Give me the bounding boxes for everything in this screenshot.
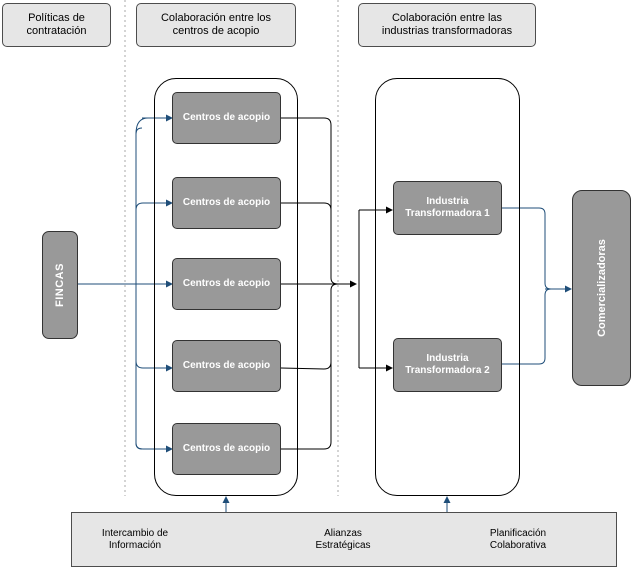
- header-collection-centers: Colaboración entre los centros de acopio: [136, 3, 296, 47]
- bar-label-strategic-alliances: Alianzas Estratégicas: [315, 528, 371, 551]
- industries-frame: [375, 78, 520, 496]
- collection-center-node: Centros de acopio: [172, 258, 281, 310]
- link-industry-1-to-sink: [502, 207, 552, 290]
- link-center-5-to-junction: [281, 283, 339, 450]
- link-fincas-to-center-4: [135, 360, 173, 372]
- fincas-label: FINCAS: [54, 263, 67, 307]
- industry-node-1: Industria Transformadora 1: [393, 181, 502, 235]
- bar-label-information-exchange: Intercambio de Información: [101, 528, 169, 551]
- link-fincas-to-center-5: [135, 442, 173, 453]
- collection-center-node: Centros de acopio: [172, 177, 281, 229]
- industry-node-2: Industria Transformadora 2: [393, 338, 502, 392]
- header-policies: Políticas de contratación: [2, 3, 111, 47]
- link-industry-2-to-sink: [502, 288, 552, 365]
- bar-label-collaborative-planning: Planificación Colaborativa: [489, 528, 547, 551]
- collection-center-node: Centros de acopio: [172, 92, 281, 144]
- collection-center-node: Centros de acopio: [172, 340, 281, 392]
- link-fincas-branch-trunk: [135, 127, 143, 450]
- comercializadoras-node: Comercializadoras: [572, 190, 631, 386]
- fincas-node: FINCAS: [42, 231, 78, 339]
- link-fincas-to-center-2: [135, 199, 173, 211]
- collection-center-node: Centros de acopio: [172, 423, 281, 475]
- collaboration-mechanisms-bar: [71, 512, 617, 567]
- header-industries: Colaboración entre las industrias transf…: [358, 3, 536, 47]
- link-fincas-branch-top: [135, 117, 149, 135]
- link-center-1-to-junction: [281, 117, 339, 285]
- link-center-2-to-junction: [281, 202, 332, 211]
- collection-centers-frame: [154, 78, 298, 496]
- comercializadoras-label: Comercializadoras: [595, 239, 608, 337]
